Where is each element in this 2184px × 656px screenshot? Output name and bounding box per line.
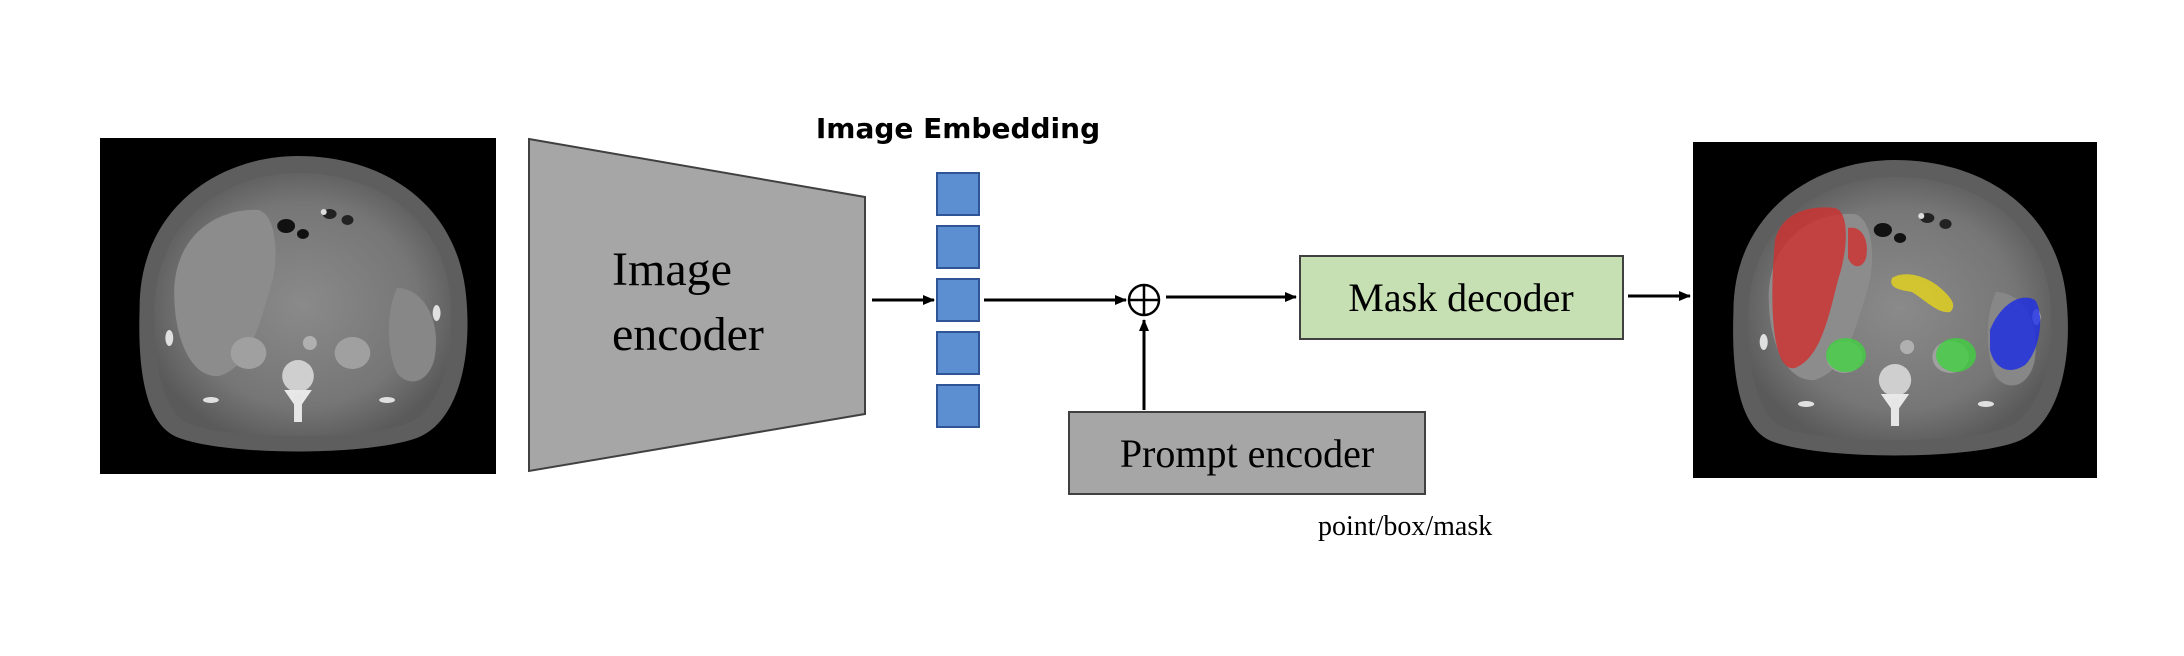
mask-decoder: Mask decoder (1299, 255, 1624, 340)
image-embedding-label: Image Embedding (816, 112, 1100, 145)
embedding-block (936, 225, 980, 269)
segment-spleen (1990, 297, 2041, 370)
prompt-encoder: Prompt encoder (1068, 411, 1426, 495)
segment-kidney-left (1936, 338, 1976, 372)
image-encoder: Image encoder (528, 137, 866, 473)
prompt-encoder-label: Prompt encoder (1120, 431, 1374, 476)
image-encoder-label-line2: encoder (612, 308, 764, 361)
embedding-block (936, 384, 980, 428)
embedding-block (936, 278, 980, 322)
prompt-types-caption: point/box/mask (1318, 511, 1492, 542)
mask-decoder-label: Mask decoder (1348, 275, 1573, 320)
embedding-block (936, 331, 980, 375)
image-encoder-label-line1: Image (612, 243, 732, 296)
segment-liver (1848, 227, 1867, 267)
segment-liver (1772, 207, 1846, 369)
segment-kidney-right (1826, 338, 1866, 372)
input-ct-image (100, 138, 496, 474)
output-segmented-ct-image (1693, 142, 2097, 478)
image-embedding (936, 172, 980, 428)
embedding-block (936, 172, 980, 216)
combine-symbol (1127, 283, 1161, 317)
segment-pancreas (1891, 274, 1954, 313)
